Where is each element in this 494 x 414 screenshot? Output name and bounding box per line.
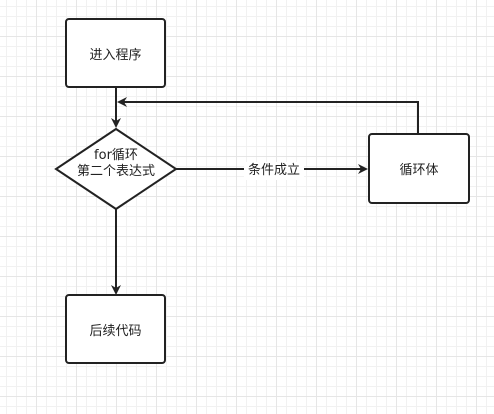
after-node-label: 后续代码 bbox=[89, 323, 142, 339]
condition-node-label: for循环 第二个表达式 bbox=[52, 148, 180, 180]
start-node-label: 进入程序 bbox=[89, 47, 142, 63]
true-branch-label: 条件成立 bbox=[244, 162, 304, 180]
start-node: 进入程序 bbox=[65, 18, 166, 88]
loop-body-node: 循环体 bbox=[368, 133, 470, 204]
condition-line-1: for循环 bbox=[94, 148, 138, 163]
condition-diamond bbox=[54, 127, 178, 211]
after-node: 后续代码 bbox=[65, 294, 166, 364]
edge-loopbody-to-condition bbox=[117, 97, 419, 133]
condition-line-2: 第二个表达式 bbox=[76, 164, 155, 179]
loop-body-node-label: 循环体 bbox=[399, 163, 439, 178]
